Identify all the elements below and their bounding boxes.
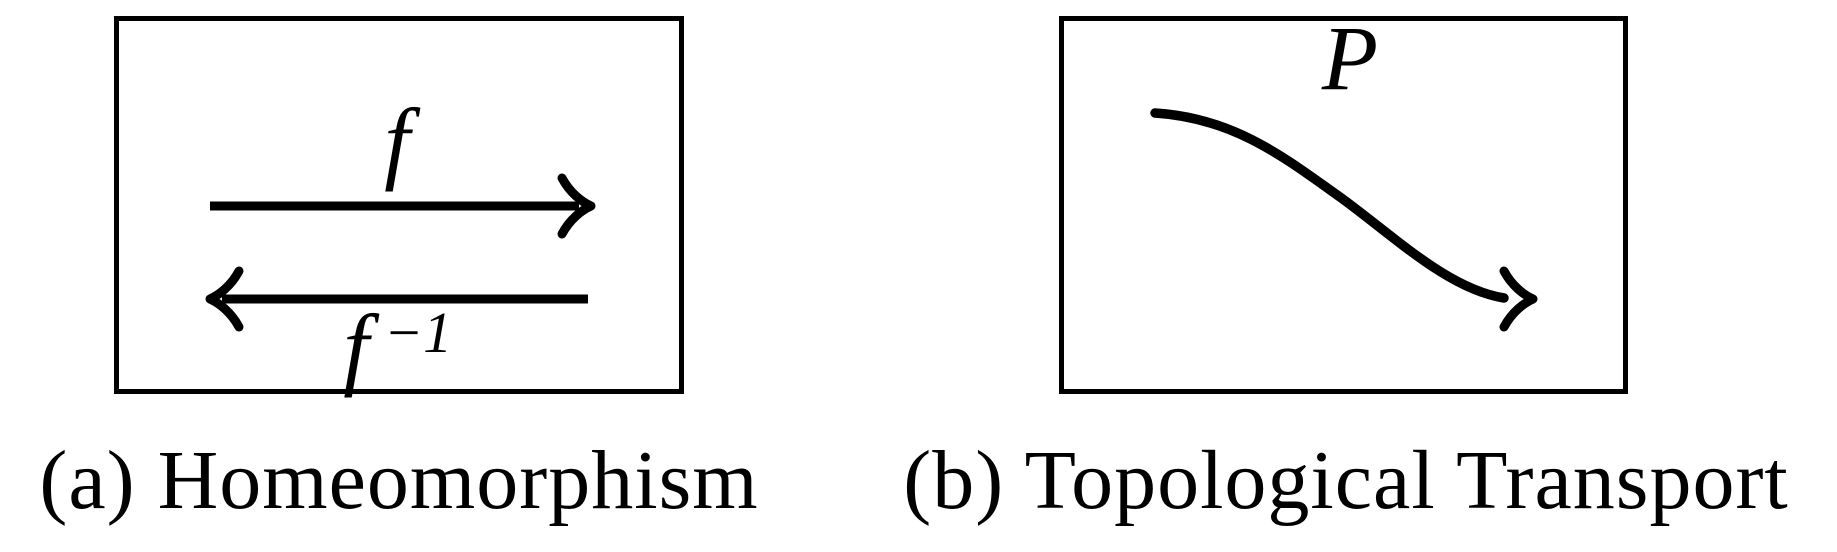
panel-b-box [1059, 16, 1628, 394]
panel-a-box [114, 16, 684, 394]
inverse-arrow-label-base: f [343, 296, 380, 398]
panel-a-caption: (a) Homeomorphism [39, 434, 758, 527]
arrowhead-right-icon [557, 173, 596, 239]
inverse-arrow-label-superscript: −1 [384, 300, 452, 365]
transport-path-label: P [1321, 7, 1378, 109]
forward-arrow-label: f [384, 90, 421, 192]
transport-arrowhead-icon [1499, 266, 1538, 332]
transport-curve [1150, 108, 1509, 303]
panel-b: P [1059, 7, 1628, 394]
panel-a: f f −1 [114, 16, 684, 398]
arrowhead-left-icon [205, 266, 244, 332]
panel-b-caption: (b) Topological Transport [903, 434, 1789, 527]
